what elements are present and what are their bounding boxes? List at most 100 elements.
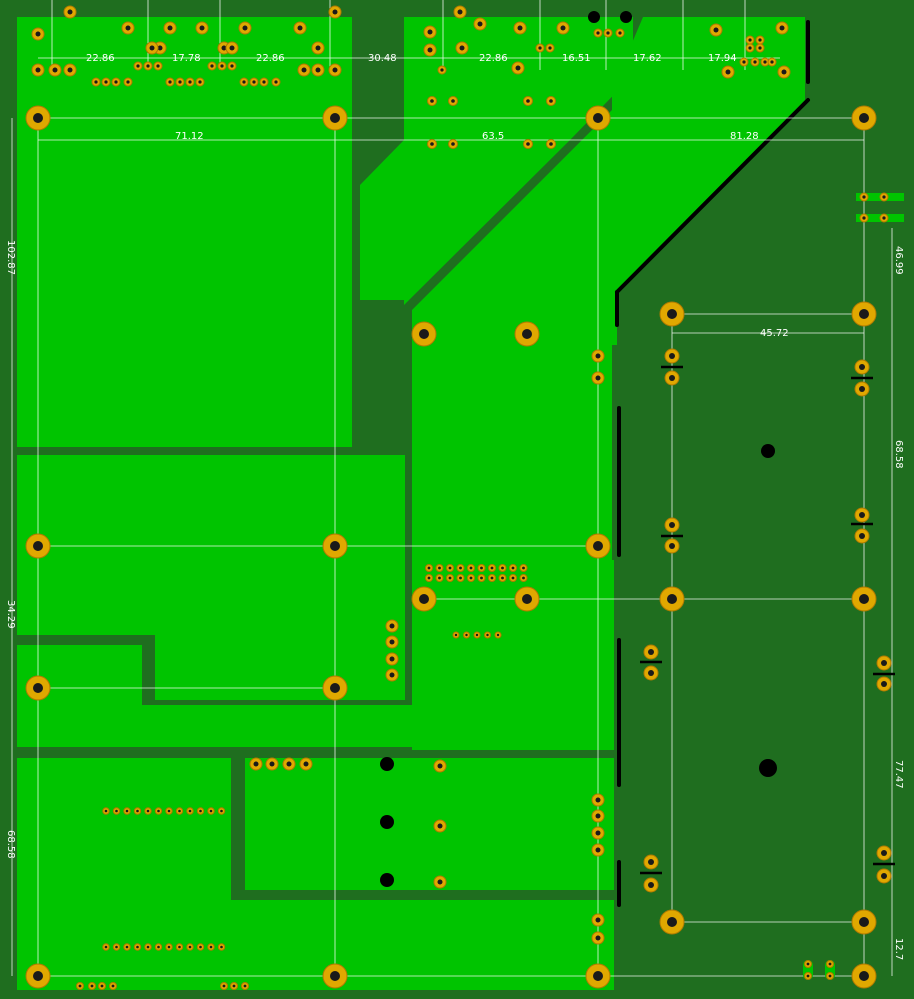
smd-part xyxy=(876,193,904,201)
pad-small xyxy=(165,807,173,815)
pad-small xyxy=(123,77,133,87)
pad xyxy=(448,139,458,149)
pad xyxy=(121,21,135,35)
pad xyxy=(293,21,307,35)
smd-part xyxy=(876,214,904,222)
pad-small xyxy=(133,807,142,815)
slot-diagonal xyxy=(615,98,810,294)
dim-label-top-1: 22.86 xyxy=(86,53,115,64)
smd-part xyxy=(856,214,884,222)
pad xyxy=(63,5,77,19)
pad-small xyxy=(745,35,755,45)
pad xyxy=(523,139,533,149)
pad xyxy=(423,43,437,57)
pad-small xyxy=(186,943,194,951)
pad xyxy=(48,63,62,77)
mounting-hole xyxy=(514,321,540,347)
pad-small xyxy=(760,57,770,67)
dim-label-top-6: 16.51 xyxy=(562,53,591,64)
pad xyxy=(591,931,605,945)
mounting-hole xyxy=(411,586,437,612)
pad-small xyxy=(76,982,84,990)
pad xyxy=(453,5,467,19)
unplated-holes xyxy=(380,11,777,887)
pad xyxy=(591,371,605,385)
mounting-hole xyxy=(322,105,348,131)
pad xyxy=(664,348,680,364)
mounting-hole xyxy=(25,675,51,701)
slot-lines xyxy=(615,20,810,907)
mounting-hole xyxy=(851,301,877,327)
pad-small xyxy=(804,972,812,980)
pad-small xyxy=(185,77,195,87)
pad xyxy=(591,826,605,840)
hole-black xyxy=(380,873,394,887)
pad-small xyxy=(217,61,227,71)
pad-small xyxy=(230,982,238,990)
pad-small xyxy=(207,943,215,951)
hole-black xyxy=(588,11,600,23)
pad-small xyxy=(826,972,834,980)
pad xyxy=(31,63,45,77)
pad-small xyxy=(745,43,755,53)
mounting-hole xyxy=(659,586,685,612)
pad xyxy=(777,65,791,79)
pad-small xyxy=(112,943,121,951)
dim-label-v-1: 102.87 xyxy=(5,240,16,275)
pad-small xyxy=(259,77,269,87)
pour-top-right xyxy=(612,17,805,345)
dim-label-top-3: 22.86 xyxy=(256,53,285,64)
pad-small xyxy=(498,574,507,582)
mounting-hole xyxy=(585,963,611,989)
pad xyxy=(643,644,659,660)
pad xyxy=(385,652,399,666)
pad xyxy=(591,913,605,927)
pad-small xyxy=(826,960,834,968)
pad xyxy=(297,63,311,77)
mounting-hole xyxy=(411,321,437,347)
dim-label-r-2: 68.58 xyxy=(893,440,904,469)
pad xyxy=(265,757,279,771)
pour-bottom-strip xyxy=(231,900,614,990)
pad xyxy=(591,349,605,363)
dim-label-v-3: 68.58 xyxy=(5,830,16,859)
pad-small xyxy=(102,807,110,815)
pad xyxy=(591,843,605,857)
pad-small xyxy=(207,61,217,71)
pad xyxy=(433,819,447,833)
pad-small xyxy=(456,564,465,572)
pad xyxy=(664,538,680,554)
pad xyxy=(876,655,892,671)
pad xyxy=(709,23,723,37)
pad-small xyxy=(217,807,226,815)
pad-small xyxy=(739,57,749,67)
pad-small xyxy=(133,943,142,951)
pad-small xyxy=(859,192,869,202)
pad xyxy=(854,381,870,397)
pad-small xyxy=(545,43,555,53)
pad-small xyxy=(477,564,486,572)
pad-small xyxy=(154,807,163,815)
hole-black xyxy=(380,757,394,771)
pad xyxy=(163,21,177,35)
pad xyxy=(546,96,556,106)
pad-small xyxy=(519,574,528,582)
mounting-holes xyxy=(25,105,877,989)
pad-small xyxy=(123,807,131,815)
pad-small xyxy=(196,943,205,951)
pad-small xyxy=(425,574,433,582)
dim-label-h-3: 81.28 xyxy=(730,131,759,142)
pad xyxy=(385,619,399,633)
pad xyxy=(513,21,527,35)
mounting-hole xyxy=(851,909,877,935)
pad-small xyxy=(143,61,153,71)
pad-small xyxy=(446,564,454,572)
mounting-hole xyxy=(851,963,877,989)
pad xyxy=(328,5,342,19)
pour-mid-left-2 xyxy=(155,455,405,700)
pour-bottom-mid xyxy=(245,758,614,890)
pad-small xyxy=(133,61,143,71)
pad xyxy=(643,854,659,870)
mounting-hole xyxy=(514,586,540,612)
pad xyxy=(195,21,209,35)
